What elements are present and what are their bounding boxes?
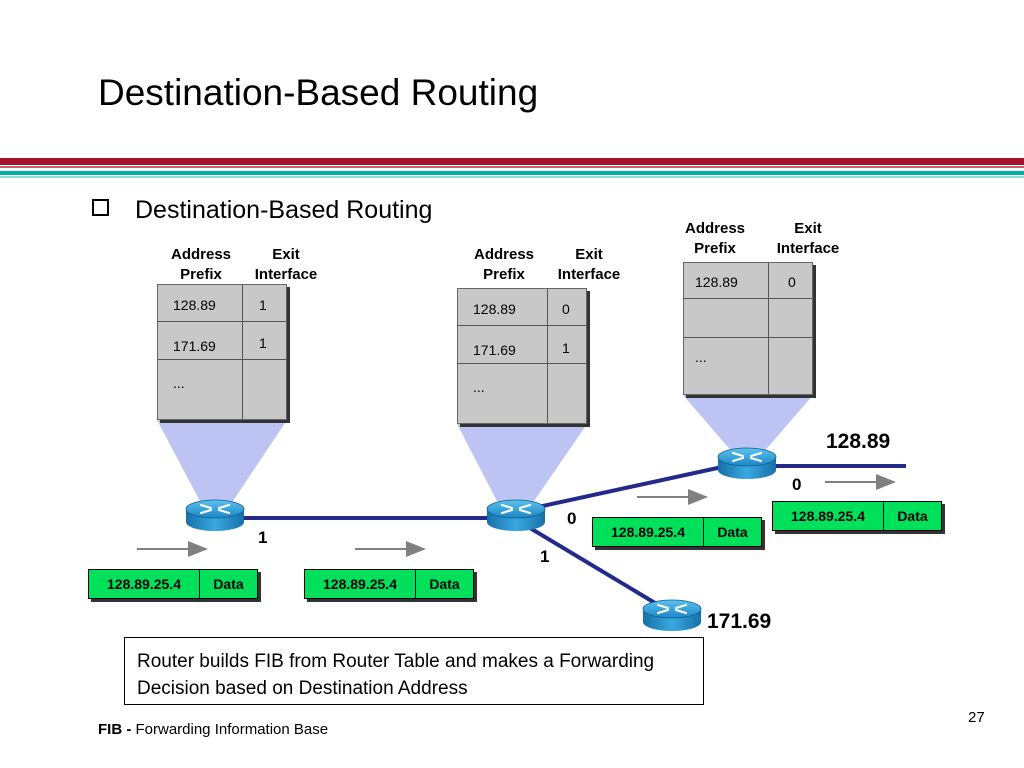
- fib-header-prefix: Address Prefix: [170, 246, 232, 283]
- router-icon: [642, 599, 702, 631]
- router-icon: [717, 447, 777, 479]
- fib-cell-interface: 0: [562, 301, 570, 317]
- bullet-text: Destination-Based Routing: [135, 196, 433, 224]
- fib-cell-prefix: 128.89: [473, 301, 516, 317]
- fib-cell-prefix: 171.69: [173, 338, 216, 354]
- fib-header-prefix: Address Prefix: [473, 246, 535, 283]
- fib-header-interface: Exit Interface: [776, 220, 840, 257]
- packet-payload: Data: [429, 576, 460, 592]
- caption-box: Router builds FIB from Router Table and …: [124, 637, 704, 705]
- header-band-red-thin: [0, 166, 1024, 168]
- packet-address: 128.89.25.4: [89, 570, 200, 598]
- fib-table: 128.89 1 171.69 1 ...: [157, 284, 287, 420]
- header-band-red: [0, 158, 1024, 165]
- fib-cell-interface: 1: [259, 335, 267, 351]
- footnote-definition: Forwarding Information Base: [135, 721, 329, 738]
- fib-cell-prefix: ...: [173, 375, 185, 391]
- fib-cone-2: [457, 424, 587, 507]
- router-icon: [486, 499, 546, 531]
- interface-label: 1: [258, 528, 268, 547]
- footnote-term: FIB -: [98, 721, 132, 738]
- fib-cell-interface: 0: [788, 274, 796, 290]
- bullet-square-icon: [92, 199, 109, 216]
- packet-payload: Data: [717, 524, 748, 540]
- fib-cell-prefix: ...: [473, 379, 485, 395]
- fib-cell-prefix: 171.69: [473, 342, 516, 358]
- network-label-south: 171.69: [707, 610, 772, 633]
- packet-payload: Data: [213, 576, 244, 592]
- packet: 128.89.25.4 Data: [88, 569, 258, 599]
- fib-cone-1: [157, 420, 287, 507]
- packet-address: 128.89.25.4: [773, 502, 884, 530]
- link-r2-r4: [518, 520, 672, 614]
- header-band-teal: [0, 171, 1024, 175]
- packet: 128.89.25.4 Data: [592, 517, 762, 547]
- fib-cell-prefix: 128.89: [173, 297, 216, 313]
- footnote: FIB - Forwarding Information Base: [98, 721, 328, 738]
- router-icon: [185, 499, 245, 531]
- packet: 128.89.25.4 Data: [772, 501, 942, 531]
- interface-label: 1: [540, 547, 550, 566]
- fib-header-interface: Exit Interface: [557, 246, 621, 283]
- fib-cell-interface: 1: [259, 297, 267, 313]
- link-r2-r3: [514, 460, 746, 514]
- fib-cone-3: [683, 395, 813, 453]
- fib-header-prefix: Address Prefix: [684, 220, 746, 257]
- fib-table: 128.89 0 171.69 1 ...: [457, 288, 587, 424]
- packet: 128.89.25.4 Data: [304, 569, 474, 599]
- network-label-east: 128.89: [826, 430, 891, 453]
- fib-cell-interface: 1: [562, 340, 570, 356]
- header-band-teal-light: [0, 176, 1024, 178]
- fib-cell-prefix: 128.89: [695, 274, 738, 290]
- fib-header-interface: Exit Interface: [254, 246, 318, 283]
- fib-cell-prefix: ...: [695, 349, 707, 365]
- slide-title: Destination-Based Routing: [98, 72, 539, 113]
- interface-label: 0: [567, 509, 577, 528]
- page-number: 27: [968, 709, 985, 726]
- packet-address: 128.89.25.4: [593, 518, 704, 546]
- packet-address: 128.89.25.4: [305, 570, 416, 598]
- interface-label: 0: [792, 475, 802, 494]
- fib-table: 128.89 0 ...: [683, 262, 813, 395]
- packet-payload: Data: [897, 508, 928, 524]
